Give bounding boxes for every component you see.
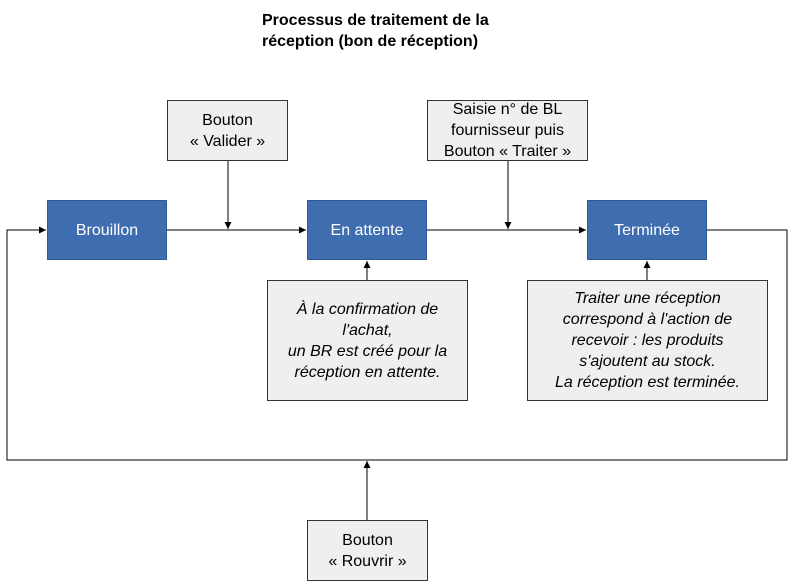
note-confirmation-line-2: l'achat, (342, 321, 393, 339)
edge-terminee-loop-to-brouillon (6, 226, 788, 461)
state-brouillon-label: Brouillon (75, 221, 139, 239)
state-brouillon: Brouillon (47, 200, 167, 260)
state-terminee-label: Terminée (614, 221, 680, 239)
note-traitement-line-2: correspond à l'action de (562, 311, 733, 328)
action-traiter-line-2: fournisseur puis (451, 122, 564, 139)
diagram-title-line-2: réception (bon de réception) (262, 33, 479, 50)
action-traiter-line-1: Saisie n° de BL (452, 101, 563, 118)
action-rouvrir-line-2: « Rouvrir » (328, 552, 407, 570)
state-en-attente: En attente (307, 200, 427, 260)
action-valider-line-2: « Valider » (189, 132, 266, 150)
note-confirmation: À la confirmation de l'achat, un BR est … (267, 280, 468, 401)
action-rouvrir: Bouton « Rouvrir » (307, 520, 428, 581)
action-traiter: Saisie n° de BL fournisseur puis Bouton … (427, 100, 588, 161)
note-confirmation-line-3: un BR est créé pour la (287, 342, 448, 360)
diagram-title: Processus de traitement de la réception … (262, 10, 562, 52)
note-traitement-line-3: recevoir : les produits (571, 332, 724, 349)
action-valider: Bouton « Valider » (167, 100, 288, 161)
state-en-attente-label: En attente (330, 221, 404, 239)
note-confirmation-line-4: réception en attente. (294, 363, 441, 381)
note-traitement: Traiter une réception correspond à l'act… (527, 280, 768, 401)
action-rouvrir-line-1: Bouton (342, 531, 393, 549)
note-traitement-line-1: Traiter une réception (574, 290, 721, 307)
note-traitement-line-4: s'ajoutent au stock. (579, 353, 716, 370)
action-valider-line-1: Bouton (202, 111, 253, 129)
action-traiter-line-3: Bouton « Traiter » (443, 143, 572, 160)
note-confirmation-line-1: À la confirmation de (296, 300, 439, 318)
state-terminee: Terminée (587, 200, 707, 260)
note-traitement-line-5: La réception est terminée. (555, 374, 740, 391)
diagram-title-line-1: Processus de traitement de la (262, 12, 489, 29)
